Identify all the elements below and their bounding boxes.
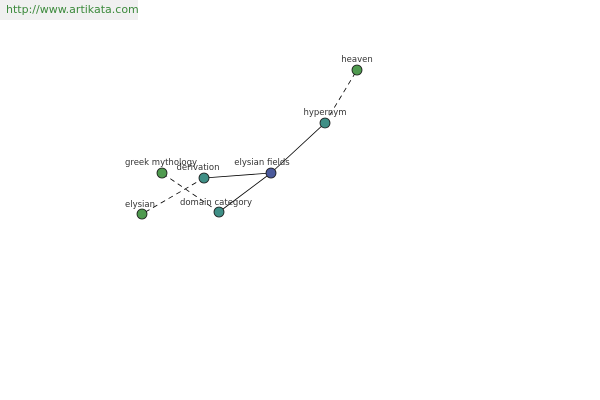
node-label: greek mythology	[125, 158, 197, 168]
edge-hypernym-to-heaven	[324, 69, 358, 124]
node-label: heaven	[341, 55, 372, 65]
node-circle[interactable]	[265, 167, 277, 179]
edges-layer	[141, 69, 358, 215]
graph-node-elysian-fields[interactable]: elysian fields	[234, 158, 290, 179]
node-label: elysian	[125, 200, 155, 210]
edge-elysian-fields-to-hypernym	[270, 122, 326, 174]
graph-node-hypernym[interactable]: hypernym	[303, 108, 347, 129]
site-url-link[interactable]: http://www.artikata.com	[6, 3, 139, 16]
edge-derivation-to-elysian	[141, 177, 205, 215]
node-label: domain category	[180, 198, 252, 208]
graph-node-elysian[interactable]: elysian	[125, 200, 155, 220]
edge-domain-category-to-greek-mythology	[161, 172, 220, 213]
node-circle[interactable]	[351, 64, 363, 76]
edge-derivation-to-elysian-fields	[203, 172, 272, 179]
graph-node-greek-mythology[interactable]: greek mythology	[125, 158, 197, 179]
node-circle[interactable]	[156, 167, 168, 179]
node-label: elysian fields	[234, 158, 290, 168]
node-circle[interactable]	[213, 206, 225, 218]
node-circle[interactable]	[136, 208, 148, 220]
node-circle[interactable]	[198, 172, 210, 184]
graph-node-heaven[interactable]: heaven	[341, 55, 373, 76]
node-label: hypernym	[303, 108, 346, 118]
graph-node-derivation[interactable]: derivation	[176, 163, 220, 184]
edge-domain-category-to-elysian-fields	[218, 172, 272, 213]
graph-node-domain-category[interactable]: domain category	[180, 198, 252, 218]
node-label: derivation	[176, 163, 219, 173]
nodes-layer: heaven hypernym elysian fields derivation do…	[125, 55, 373, 220]
url-banner: http://www.artikata.com	[0, 0, 139, 20]
node-circle[interactable]	[319, 117, 331, 129]
